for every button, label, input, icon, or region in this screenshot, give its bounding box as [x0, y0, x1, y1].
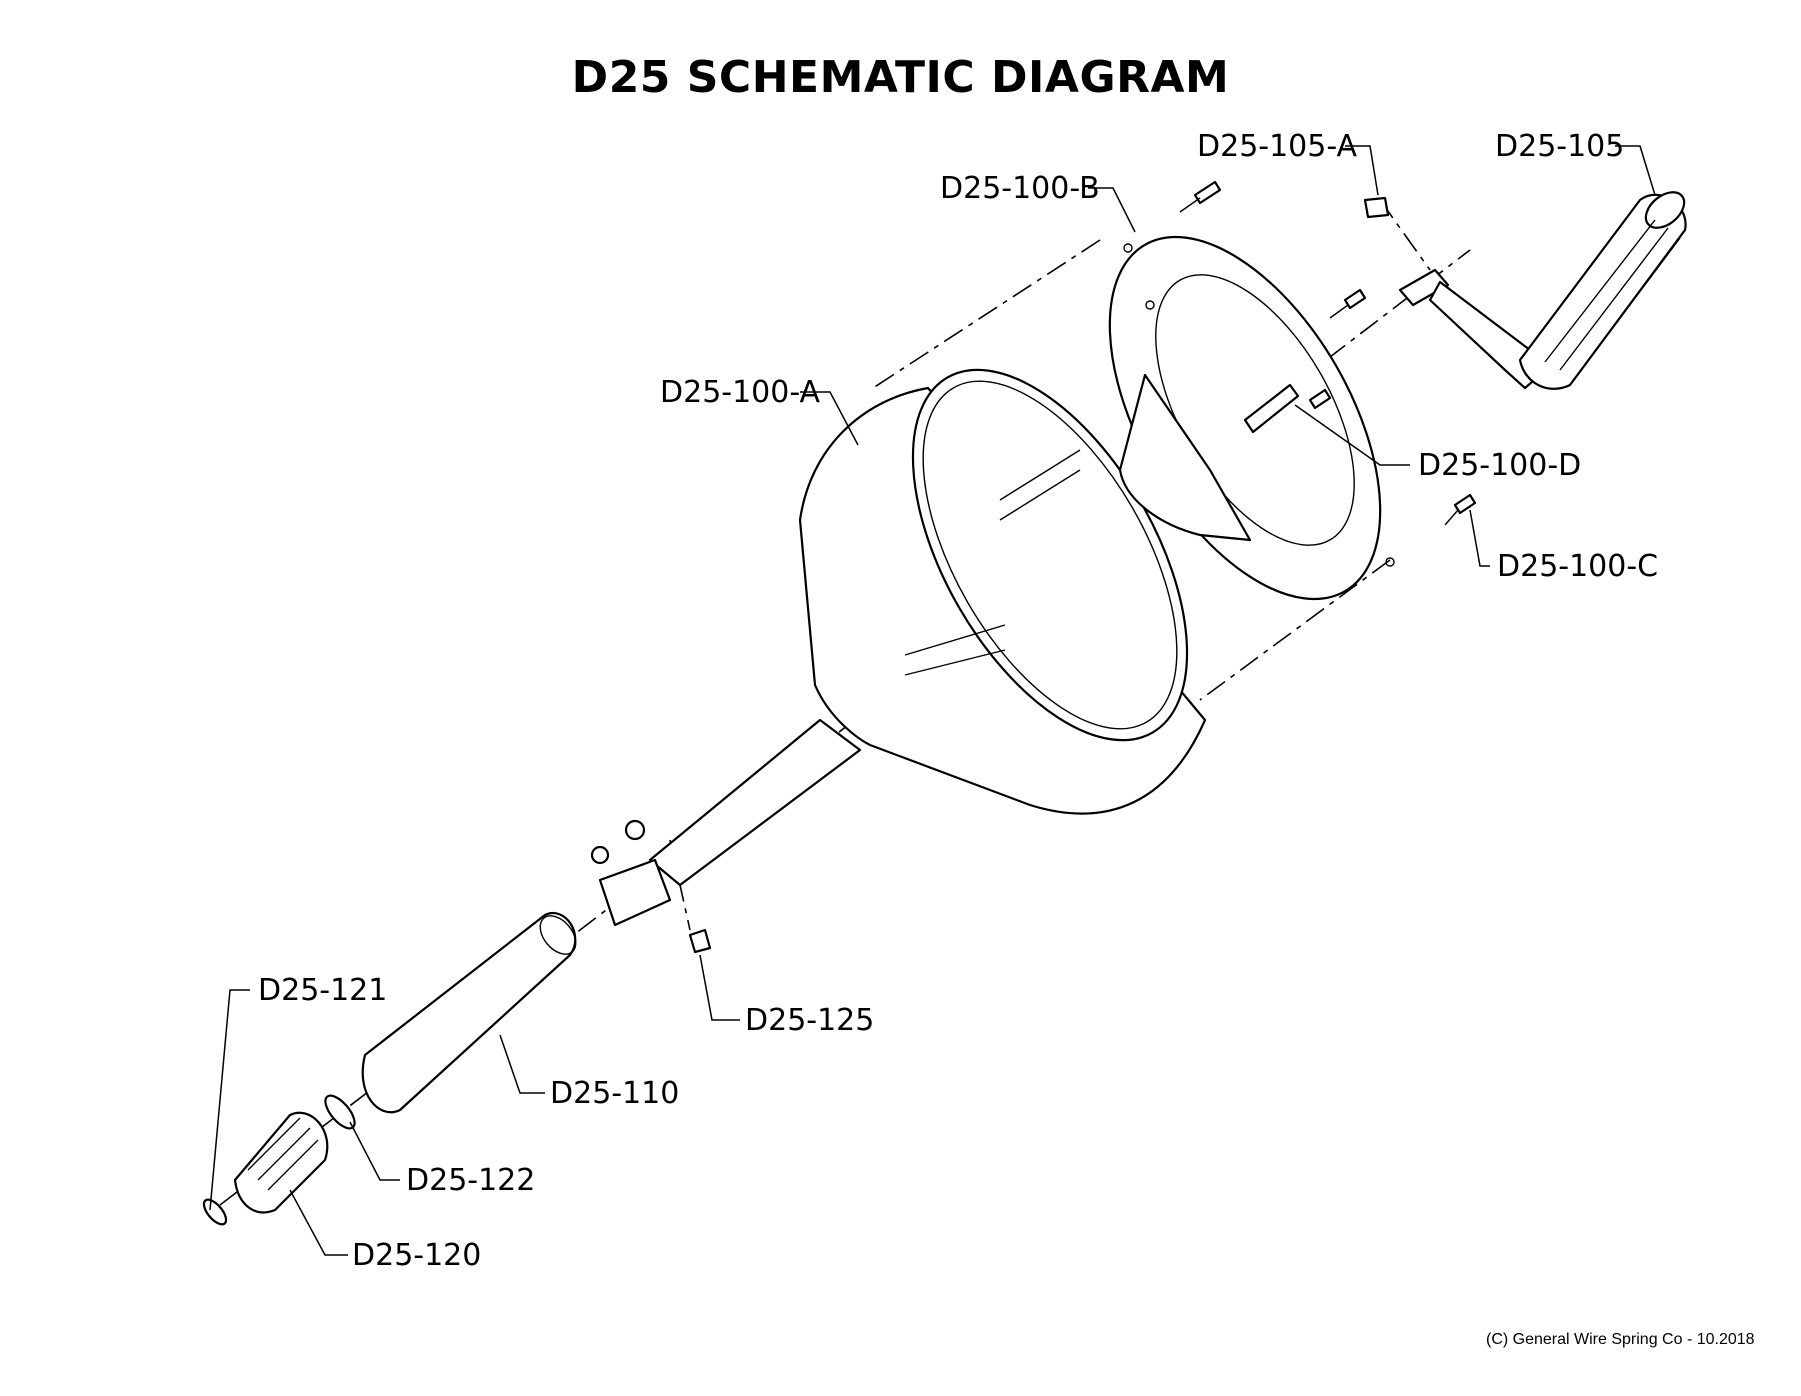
screw-d25-100-c-mid [1329, 288, 1367, 319]
copyright-notice: (C) General Wire Spring Co - 10.2018 [1486, 1331, 1755, 1348]
label-d25-122: D25-122 [406, 1163, 535, 1198]
drum-body-part [798, 368, 1207, 815]
screw-d25-100-c-bottom [1444, 493, 1477, 526]
label-d25-105-a: D25-105-A [1197, 129, 1358, 164]
label-d25-120: D25-120 [352, 1238, 481, 1273]
leader-lines [209, 145, 1656, 1256]
label-d25-100-a: D25-100-A [660, 375, 821, 410]
label-d25-100-b: D25-100-B [940, 171, 1100, 206]
label-d25-105: D25-105 [1495, 129, 1624, 164]
set-screw-d25-125 [590, 819, 712, 954]
cover-plate-part [1108, 235, 1395, 601]
label-d25-100-c: D25-100-C [1497, 549, 1658, 584]
handle-screw-d25-105-a [1363, 196, 1390, 219]
crank-handle-part [1398, 191, 1687, 390]
label-d25-125: D25-125 [745, 1003, 874, 1038]
shaft-part [1243, 383, 1332, 434]
sleeve-d25-110 [361, 912, 577, 1114]
label-d25-100-d: D25-100-D [1418, 448, 1581, 483]
screw-d25-100-c-top [1179, 180, 1222, 213]
drum-shaft-tube-part [648, 718, 862, 887]
nut-d25-120 [233, 1111, 329, 1214]
label-d25-121: D25-121 [258, 973, 387, 1008]
washer-d25-122 [324, 1094, 356, 1130]
threaded-collar-part [598, 858, 672, 927]
retainer-d25-121 [202, 1198, 228, 1226]
label-d25-110: D25-110 [550, 1076, 679, 1111]
diagram-title: D25 SCHEMATIC DIAGRAM [571, 52, 1230, 103]
